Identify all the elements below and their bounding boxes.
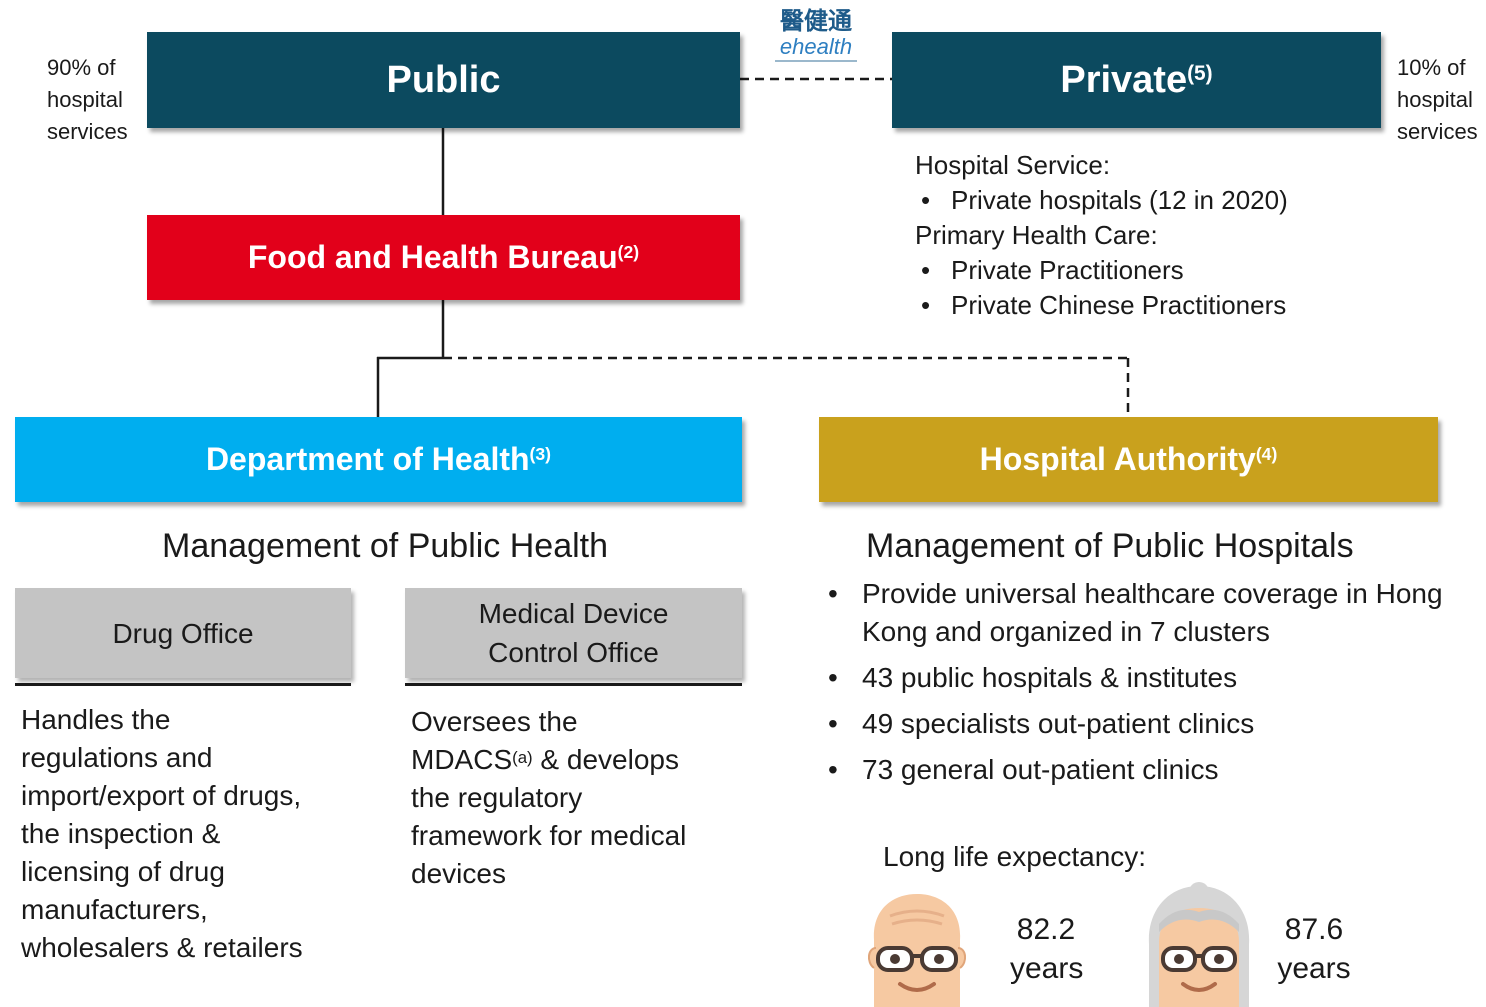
mdacs-footnote: (a) bbox=[512, 748, 533, 768]
ehealth-logo-chinese: 醫健通 bbox=[780, 8, 852, 35]
mdco-box: Medical Device Control Office bbox=[405, 588, 742, 678]
fhb-label: Food and Health Bureau bbox=[247, 239, 618, 275]
private-share-line1: 10% of bbox=[1397, 55, 1466, 80]
mdacs-text: MDACS bbox=[411, 744, 513, 775]
mdco-line2: MDACS(a) & develops bbox=[411, 741, 686, 779]
doh-label: Department of Health bbox=[205, 441, 530, 477]
life-expectancy-label: Long life expectancy: bbox=[883, 841, 1147, 872]
private-box: Private(5) bbox=[892, 32, 1381, 128]
female-value: 87.6 bbox=[1284, 913, 1344, 946]
ha-label: Hospital Authority bbox=[979, 441, 1256, 477]
mdco-line5: devices bbox=[411, 858, 506, 889]
ha-bullet-list: Provide universal healthcare coverage in… bbox=[822, 575, 1452, 789]
ha-heading: Management of Public Hospitals bbox=[866, 527, 1354, 565]
ehealth-logo-underline bbox=[775, 60, 857, 62]
ehealth-logo-latin: ehealth bbox=[779, 34, 853, 59]
drug-office-box: Drug Office bbox=[15, 588, 351, 678]
drug-office-line: regulations and bbox=[21, 742, 213, 773]
doh-heading: Management of Public Health bbox=[162, 527, 609, 565]
public-share-note: 90% of hospital services bbox=[47, 52, 128, 148]
mdco-line3: the regulatory bbox=[411, 782, 583, 813]
ha-bullet: 43 public hospitals & institutes bbox=[822, 659, 1452, 697]
private-share-line2: hospital bbox=[1397, 87, 1473, 112]
drug-office-description: Handles the regulations and import/expor… bbox=[21, 701, 303, 967]
elderly-man-icon bbox=[868, 894, 966, 1007]
private-footnote: (5) bbox=[1187, 61, 1213, 85]
male-value: 82.2 bbox=[1016, 913, 1076, 946]
drug-office-line: manufacturers, bbox=[21, 894, 208, 925]
ehealth-logo: 醫健通 ehealth bbox=[770, 8, 862, 68]
ha-bullet: 73 general out-patient clinics bbox=[822, 751, 1452, 789]
ha-bullet: 49 specialists out-patient clinics bbox=[822, 705, 1452, 743]
mdco-description: Oversees the MDACS(a) & develops the reg… bbox=[411, 703, 686, 893]
public-share-line2: hospital bbox=[47, 87, 123, 112]
drug-office-line: import/export of drugs, bbox=[21, 780, 302, 811]
drug-office-rule bbox=[15, 683, 351, 686]
private-share-note: 10% of hospital services bbox=[1397, 52, 1478, 148]
mdco-label-line1: Medical Device bbox=[478, 598, 669, 629]
doh-box: Department of Health(3) bbox=[15, 417, 742, 502]
male-unit: years bbox=[1010, 952, 1084, 985]
drug-office-line: licensing of drug bbox=[21, 856, 225, 887]
ha-box: Hospital Authority(4) bbox=[819, 417, 1438, 502]
mdco-line2-rest: & develops bbox=[532, 744, 679, 775]
drug-office-line: Handles the bbox=[21, 704, 171, 735]
mdco-line4: framework for medical bbox=[411, 820, 687, 851]
public-label: Public bbox=[386, 58, 501, 101]
private-label: Private bbox=[1060, 58, 1188, 101]
mdco-label-line2: Control Office bbox=[488, 637, 659, 668]
male-life-expectancy: 82.2 years bbox=[1010, 910, 1084, 988]
mdco-line1: Oversees the bbox=[411, 706, 578, 737]
mdco-rule bbox=[405, 683, 742, 686]
drug-office-line: the inspection & bbox=[21, 818, 221, 849]
private-primary-item: Private Chinese Practitioners bbox=[915, 288, 1288, 323]
private-hospital-item: Private hospitals (12 in 2020) bbox=[915, 183, 1288, 218]
fhb-footnote: (2) bbox=[617, 241, 640, 262]
female-unit: years bbox=[1277, 952, 1351, 985]
drug-office-label: Drug Office bbox=[112, 617, 254, 649]
private-primary-heading: Primary Health Care: bbox=[915, 220, 1158, 250]
public-share-line1: 90% of bbox=[47, 55, 116, 80]
private-services-list: Hospital Service: Private hospitals (12 … bbox=[915, 148, 1288, 323]
elderly-woman-icon bbox=[1148, 882, 1250, 1007]
ha-bullet: Provide universal healthcare coverage in… bbox=[822, 575, 1452, 651]
public-share-line3: services bbox=[47, 119, 128, 144]
drug-office-line: wholesalers & retailers bbox=[21, 932, 303, 963]
private-hospital-heading: Hospital Service: bbox=[915, 150, 1111, 180]
public-box: Public bbox=[147, 32, 740, 128]
female-life-expectancy: 87.6 years bbox=[1274, 910, 1354, 988]
private-share-line3: services bbox=[1397, 119, 1478, 144]
doh-footnote: (3) bbox=[529, 443, 552, 464]
fhb-box: Food and Health Bureau(2) bbox=[147, 215, 740, 300]
ha-footnote: (4) bbox=[1255, 443, 1278, 464]
private-primary-item: Private Practitioners bbox=[915, 253, 1288, 288]
